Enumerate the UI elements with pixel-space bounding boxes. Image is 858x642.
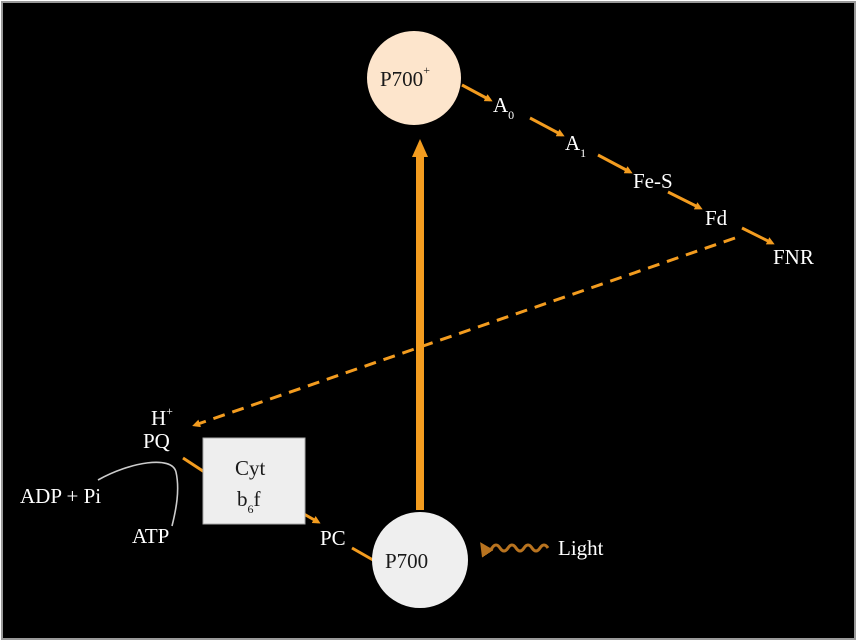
p700-circle xyxy=(372,512,468,608)
adp-to-atp-curve xyxy=(97,461,179,527)
h-plus-label: H+ xyxy=(151,404,173,430)
arrow-a1-fes xyxy=(597,153,633,174)
cyt-label-line1: Cyt xyxy=(235,456,266,480)
cyt-b6f-box xyxy=(202,437,306,525)
fnr-label: FNR xyxy=(773,245,814,269)
a1-label: A1 xyxy=(565,131,586,160)
arrow-a0-a1 xyxy=(529,116,565,137)
arrow-fes-fd xyxy=(667,190,703,210)
fes-label: Fe-S xyxy=(633,169,673,193)
pc-label: PC xyxy=(320,526,346,550)
light-wave-icon xyxy=(480,542,550,558)
fd-to-pq-dashed-arrow xyxy=(192,236,736,428)
adp-pi-label: ADP + Pi xyxy=(20,484,101,508)
arrow-fd-fnr xyxy=(741,226,775,245)
cyt-label-line2: b6f xyxy=(237,487,261,516)
a0-label: A0 xyxy=(493,93,514,122)
atp-label: ATP xyxy=(132,524,169,548)
p700-plus-label: P700+ xyxy=(380,63,430,91)
pq-label: PQ xyxy=(143,429,170,453)
arrow-p700plus-a0 xyxy=(461,83,493,102)
p700-plus-circle xyxy=(367,31,461,125)
light-label: Light xyxy=(558,536,604,560)
p700-label: P700 xyxy=(385,549,428,573)
fd-label: Fd xyxy=(705,206,728,230)
